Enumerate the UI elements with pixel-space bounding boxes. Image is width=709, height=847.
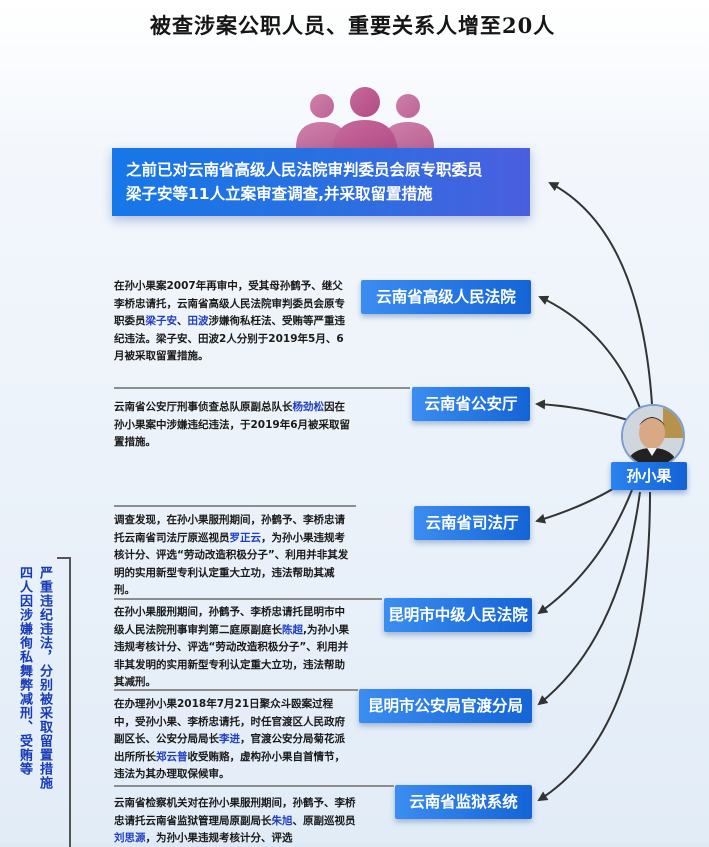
name-highlight: 郑云普	[156, 750, 188, 763]
org-label-yunnan-justice-dept: 云南省司法厅	[414, 506, 530, 540]
case-note-public-security: 云南省公安厅刑事侦查总队原副总队长杨劲松因在孙小果案中涉嫌违纪违法，于2019年…	[114, 401, 351, 448]
org-label-yunnan-prison-system: 云南省监狱系统	[395, 785, 532, 819]
name-highlight: 陈超	[282, 623, 303, 636]
side-note-col-1: 四人因涉嫌徇私舞弊减刑、受贿等	[17, 566, 32, 776]
name-highlight: 田波	[187, 315, 209, 327]
case-note-guandu-police: 在办理孙小果2018年7月21日聚众斗殴案过程中，受孙小果、李桥忠请托，时任官渡…	[114, 698, 345, 780]
divider	[114, 785, 394, 787]
case-note-justice-dept: 调查发现，在孙小果服刑期间，孙鹤予、李桥忠请托云南省司法厅原巡视员罗正云，为孙小…	[114, 514, 349, 596]
org-label-guandu-police-branch: 昆明市公安局官渡分局	[359, 689, 532, 723]
person-name-badge: 孙小果	[611, 462, 687, 490]
org-label-yunnan-high-court: 云南省高级人民法院	[361, 280, 531, 314]
name-highlight: 朱旭	[271, 814, 293, 827]
divider	[114, 505, 356, 507]
banner-line-2: 梁子安等11人立案审查调查,并采取留置措施	[126, 185, 433, 203]
name-highlight: 罗正云	[229, 531, 262, 544]
case-note-high-court: 在孙小果案2007年再审中，受其母孙鹤予、继父李桥忠请托，云南省高级人民法院审判…	[114, 280, 345, 362]
person-avatar	[621, 404, 685, 468]
summary-banner: 之前已对云南省高级人民法院审判委员会原专职委员 梁子安等11人立案审查调查,并采…	[112, 148, 530, 216]
org-label-yunnan-public-security: 云南省公安厅	[412, 387, 530, 421]
case-note-intermediate-court: 在孙小果服刑期间，孙鹤予、李桥忠请托昆明市中级人民法院刑事审判第二庭原副庭长陈超…	[114, 606, 349, 688]
name-highlight: 梁子安	[145, 315, 178, 327]
name-highlight: 李进	[219, 733, 240, 745]
people-group-icon	[296, 87, 434, 156]
divider	[114, 387, 410, 389]
org-label-kunming-intermediate-court: 昆明市中级人民法院	[384, 598, 532, 632]
case-note-prison-system: 云南省检察机关对在孙小果服刑期间，孙鹤予、李桥忠请托云南省监狱管理局原副局长朱旭…	[114, 797, 356, 843]
name-highlight: 杨劲松	[292, 401, 325, 413]
page-title: 被查涉案公职人员、重要关系人增至20人	[150, 13, 556, 38]
side-note-col-2: 严重违纪违法，分别被采取留置措施	[37, 566, 52, 790]
divider	[114, 689, 358, 691]
banner-line-1: 之前已对云南省高级人民法院审判委员会原专职委员	[126, 161, 483, 179]
side-note-bracket	[57, 557, 71, 847]
name-highlight: 刘思源	[114, 832, 146, 843]
divider	[114, 598, 382, 600]
